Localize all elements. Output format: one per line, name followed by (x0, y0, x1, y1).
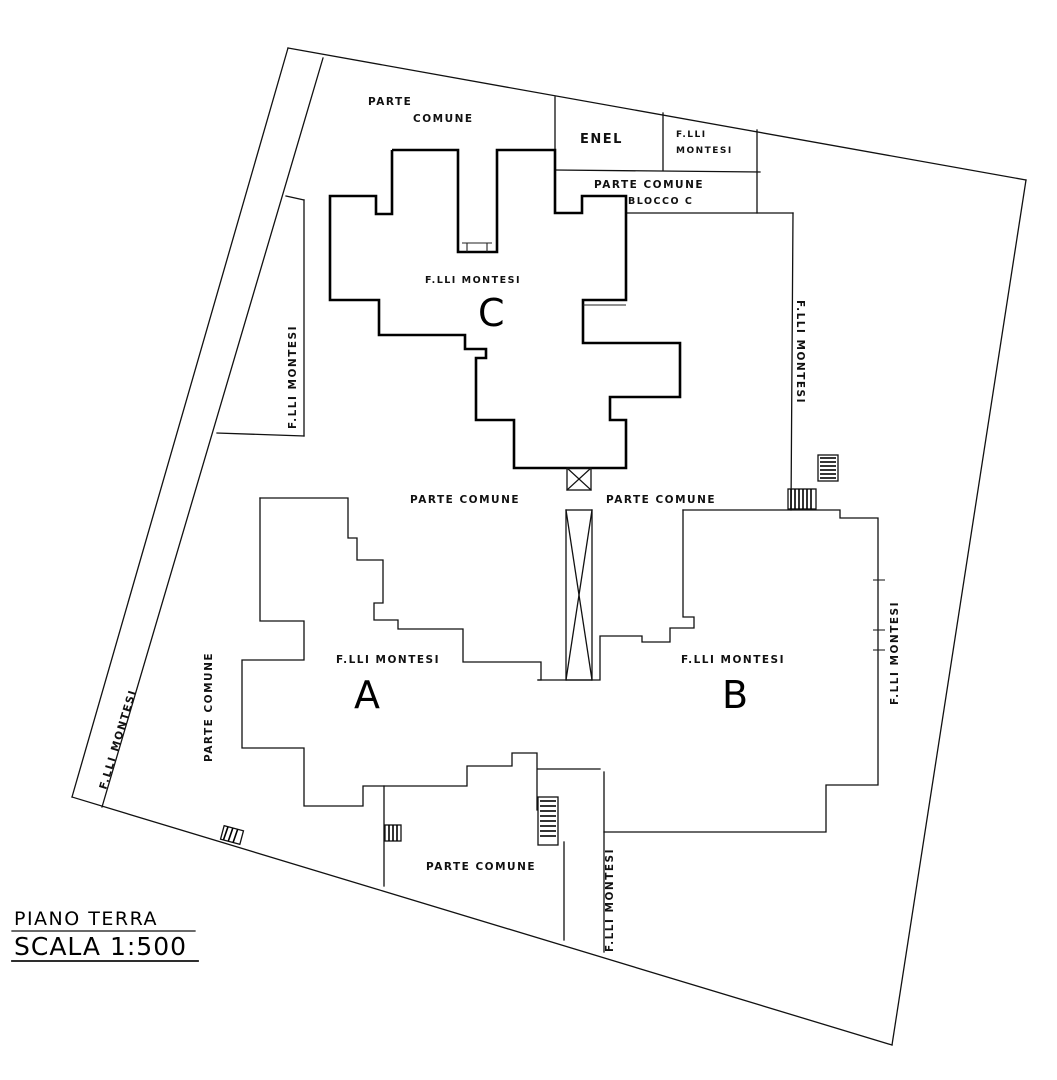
left-strip (216, 199, 305, 437)
block-c-details (462, 242, 626, 306)
block-c-outline (328, 148, 682, 470)
label-parte-comune-left: PARTE COMUNE (203, 652, 215, 762)
label-parte-comune-mid-right: PARTE COMUNE (606, 494, 716, 506)
void-boxes (565, 467, 593, 681)
site-boundary (71, 47, 1027, 1046)
label-parte-comune-top: PARTE (368, 96, 412, 108)
label-right-strip-owner: F.LLI MONTESI (794, 300, 806, 404)
label-block-b-owner: F.LLI MONTESI (681, 654, 785, 666)
label-comune-top: COMUNE (413, 113, 474, 125)
block-a-letter: A (354, 673, 380, 717)
block-a-outline-lower (241, 497, 538, 811)
label-block-a-owner: F.LLI MONTESI (336, 654, 440, 666)
block-b-outline-upper (537, 509, 695, 681)
block-b-letter: B (722, 673, 748, 717)
right-strip (790, 212, 794, 511)
block-b-outline (603, 509, 879, 833)
label-far-left-owner: F.LLI MONTESI (97, 688, 139, 791)
title-block: PIANO TERRA SCALA 1:500 (11, 908, 199, 962)
label-parte-comune-blocco-c: PARTE COMUNE (594, 179, 704, 191)
service-plots (554, 96, 794, 214)
label-montesi-top: MONTESI (676, 146, 733, 156)
block-c-letter: C (478, 291, 505, 335)
label-right-edge-owner: F.LLI MONTESI (889, 601, 901, 705)
block-a-outline (259, 497, 542, 681)
label-flli-top: F.LLI (676, 130, 707, 140)
stairs (219, 454, 839, 846)
label-bottom-strip-owner: F.LLI MONTESI (604, 848, 616, 952)
title-piano-terra: PIANO TERRA (14, 908, 158, 930)
label-left-strip-owner: F.LLI MONTESI (287, 325, 299, 429)
label-enel: ENEL (580, 132, 623, 147)
label-block-c-owner: F.LLI MONTESI (425, 275, 521, 286)
right-edge-marks (873, 579, 885, 651)
label-parte-comune-bottom: PARTE COMUNE (426, 861, 536, 873)
label-blocco-c: BLOCCO C (628, 196, 693, 207)
label-parte-comune-mid-left: PARTE COMUNE (410, 494, 520, 506)
title-scala: SCALA 1:500 (14, 932, 187, 961)
